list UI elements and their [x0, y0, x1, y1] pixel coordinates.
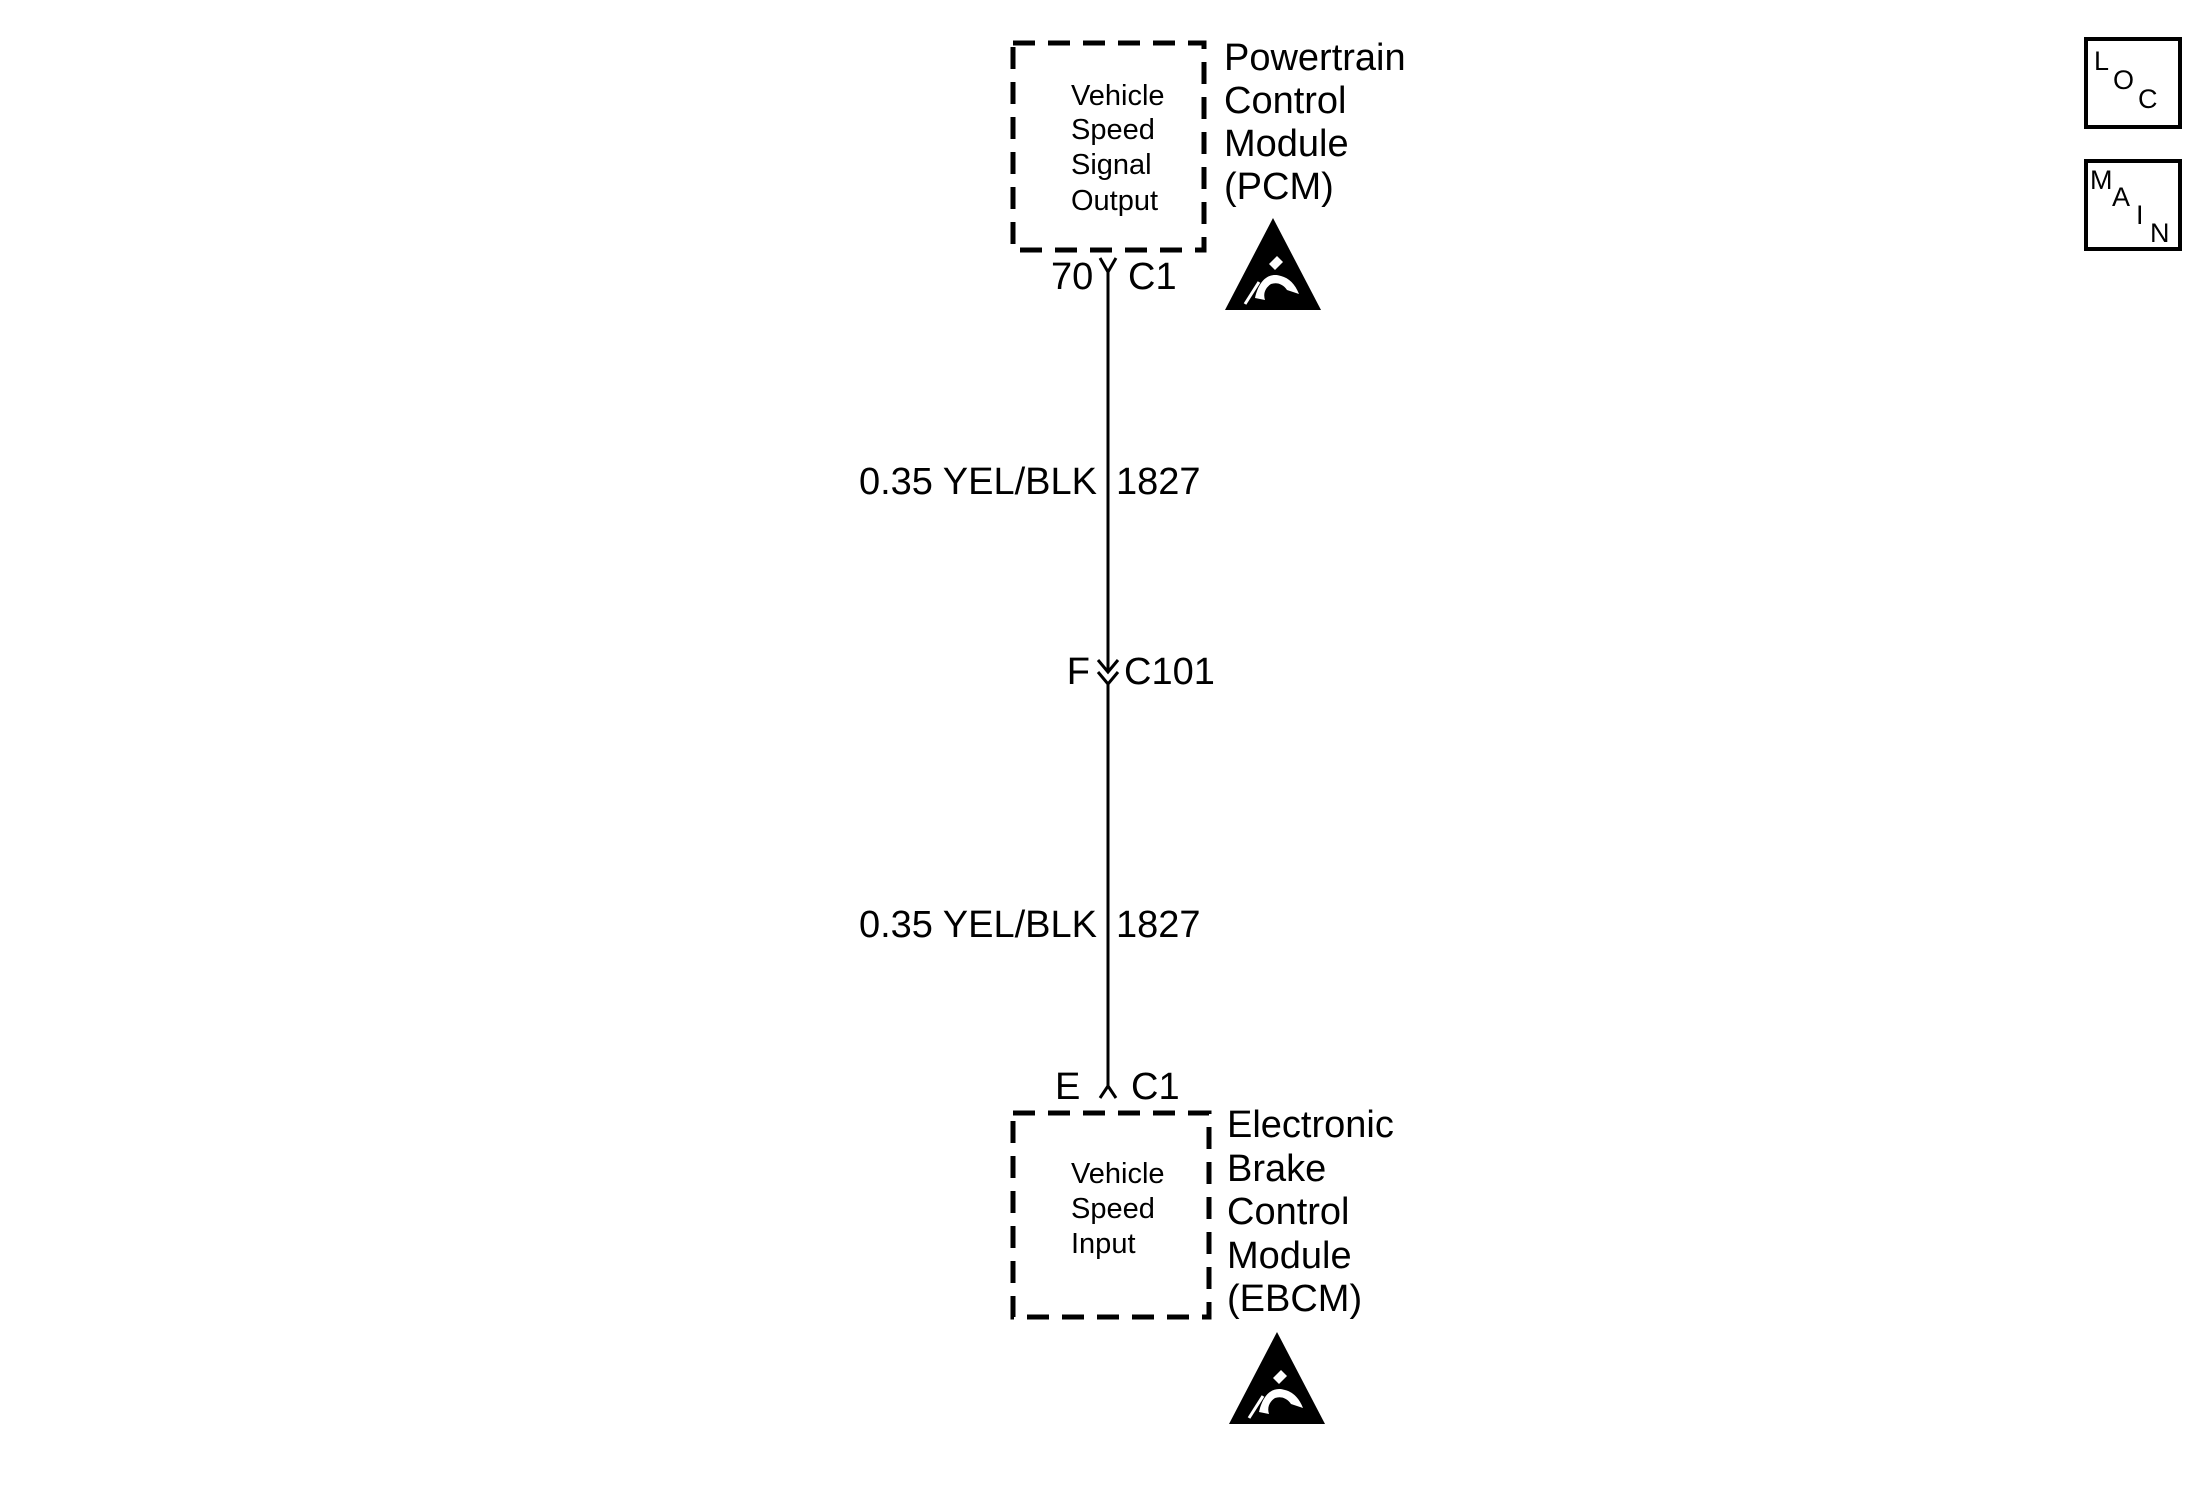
wire-lower-gauge-color: 0.35 YEL/BLK	[859, 904, 1097, 946]
pcm-function-line-2: Speed	[1071, 114, 1155, 146]
pcm-name-line-3: Module	[1224, 123, 1349, 165]
ebcm-name-line-4: Module	[1227, 1235, 1352, 1277]
wire-upper-gauge-color: 0.35 YEL/BLK	[859, 461, 1097, 503]
loc-button-letter-1: L	[2094, 46, 2109, 76]
loc-button-frame[interactable]	[2084, 37, 2182, 129]
esd-warning-icon	[1225, 218, 1321, 310]
inline-connector-c101: F C101	[1067, 651, 1215, 693]
ebcm-name-line-5: (EBCM)	[1227, 1278, 1362, 1320]
ebcm-module-outline	[1010, 1110, 1212, 1320]
pcm-function-line-1: Vehicle	[1071, 80, 1165, 112]
ebcm-function-line-1: Vehicle	[1071, 1158, 1165, 1190]
pcm-function-line-3: Signal	[1071, 149, 1152, 181]
main-button-letter-1: M	[2090, 165, 2113, 195]
ebcm-name-line-3: Control	[1227, 1191, 1350, 1233]
pcm-connector-c1: 70 C1	[1051, 256, 1177, 298]
wire-lower-circuit-number: 1827	[1116, 904, 1201, 946]
ebcm-connector-id: C1	[1131, 1066, 1180, 1108]
main-button-frame[interactable]	[2084, 159, 2182, 251]
pcm-connector-id: C1	[1128, 256, 1177, 298]
ebcm-module: Vehicle Speed Input Electronic Brake Con…	[1010, 1104, 1394, 1424]
wire-upper-circuit-number: 1827	[1116, 461, 1201, 503]
ebcm-connector-pin: E	[1055, 1066, 1080, 1108]
ebcm-function-line-2: Speed	[1071, 1193, 1155, 1225]
main-button-letter-2: A	[2112, 182, 2130, 212]
loc-button-letter-2: O	[2113, 65, 2134, 95]
ebcm-name-line-2: Brake	[1227, 1148, 1326, 1190]
ebcm-connector-c1: E C1	[1055, 1066, 1180, 1108]
inline-connector-id: C101	[1124, 651, 1215, 693]
loc-button[interactable]: L O C	[2084, 37, 2182, 129]
pcm-module-outline	[1010, 40, 1207, 253]
main-button[interactable]: M A I N	[2084, 159, 2182, 251]
main-button-letter-3: I	[2136, 200, 2144, 230]
pcm-name-line-1: Powertrain	[1224, 37, 1406, 79]
pcm-connector-pin: 70	[1051, 256, 1093, 298]
pcm-name-line-4: (PCM)	[1224, 166, 1334, 208]
pcm-name-line-2: Control	[1224, 80, 1347, 122]
pcm-module: Vehicle Speed Signal Output Powertrain C…	[1010, 37, 1406, 310]
inline-connector-pin: F	[1067, 651, 1090, 693]
ebcm-function-line-3: Input	[1071, 1228, 1136, 1260]
ebcm-name-line-1: Electronic	[1227, 1104, 1394, 1146]
loc-button-letter-3: C	[2138, 84, 2158, 114]
pcm-function-line-4: Output	[1071, 185, 1158, 217]
main-button-letter-4: N	[2150, 218, 2170, 248]
esd-warning-icon	[1229, 1332, 1325, 1424]
